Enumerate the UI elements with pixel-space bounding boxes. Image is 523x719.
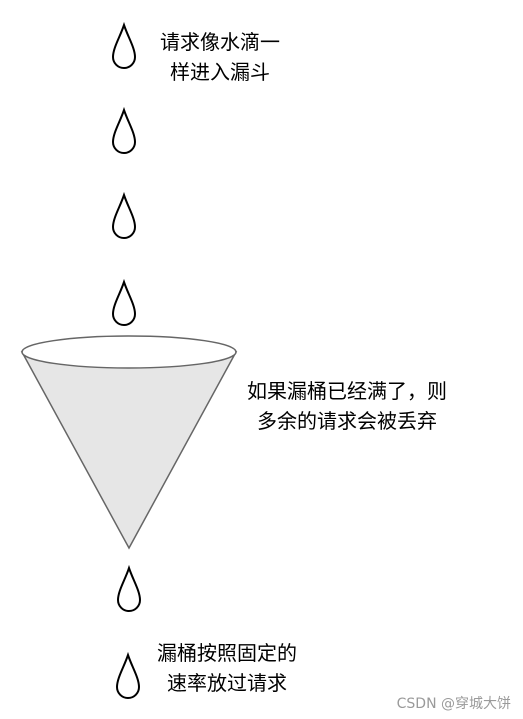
water-drop-icon (111, 21, 137, 69)
watermark: CSDN @穿城大饼 (396, 696, 511, 712)
water-drop-icon (111, 191, 137, 239)
caption-top: 请求像水滴一 样进入漏斗 (160, 27, 280, 87)
funnel-body (20, 351, 238, 550)
caption-top-line-1: 请求像水滴一 (160, 30, 280, 54)
funnel-rim (21, 335, 237, 369)
water-drop-icon (111, 106, 137, 154)
caption-bottom: 漏桶按照固定的 速率放过请求 (157, 638, 297, 698)
caption-middle-line-1: 如果漏桶已经满了，则 (247, 379, 447, 403)
caption-top-line-2: 样进入漏斗 (170, 60, 270, 84)
water-drop-icon (115, 651, 141, 699)
caption-bottom-line-1: 漏桶按照固定的 (157, 641, 297, 665)
water-drop-icon (116, 564, 142, 612)
caption-middle: 如果漏桶已经满了，则 多余的请求会被丢弃 (247, 376, 447, 436)
caption-middle-line-2: 多余的请求会被丢弃 (257, 409, 437, 433)
water-drop-icon (111, 278, 137, 326)
caption-bottom-line-2: 速率放过请求 (167, 671, 287, 695)
